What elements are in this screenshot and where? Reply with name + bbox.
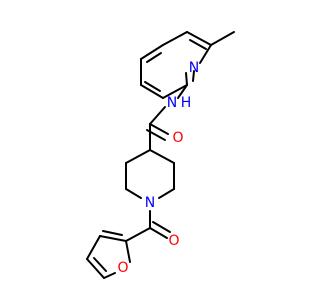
- amide-oxygen-label: O: [172, 130, 183, 146]
- bond-pyr-c3-c4-inner: [144, 81, 161, 92]
- bonds: [86, 31, 235, 279]
- bond-nh-carbonyl: [149, 106, 166, 125]
- bond-pyr-n-c2-inner: [192, 70, 195, 82]
- structure-canvas: N N H O N O O: [86, 31, 235, 279]
- bond-furan-c2-c3: [99, 235, 127, 242]
- bond-pip-c5-c4: [149, 149, 175, 164]
- bond-pyr-c1-cme: [186, 31, 212, 46]
- bond-furan-c2-c3-inner: [102, 230, 123, 236]
- bond-pip-n1-c6: [158, 188, 175, 199]
- bond-pyr-c5-c6-inner: [146, 52, 162, 63]
- bond-pyr-c6-c1: [162, 31, 188, 46]
- amide-nitrogen-label: N: [167, 95, 177, 111]
- bond-ketone-o-1: [149, 227, 168, 239]
- ketone-oxygen-label: O: [168, 233, 179, 249]
- pyridine-nitrogen-label: N: [189, 60, 199, 76]
- atom-labels: N N H O N O O: [117, 60, 199, 276]
- bond-ketone-o-2: [152, 221, 171, 233]
- bond-pyr-c1-cme-inner: [189, 39, 207, 50]
- bond-furan-c4-c5-inner: [93, 257, 107, 272]
- bond-pyr-c3-c4: [140, 84, 164, 99]
- bond-pyr-c5-c6: [140, 44, 164, 60]
- amide-hydrogen-label: H: [181, 95, 192, 111]
- bond-pyr-c2-c3: [162, 84, 188, 99]
- bond-furan-c5-o: [103, 272, 116, 279]
- bond-furan-o-c2: [125, 240, 131, 263]
- molecule-structure: N N H O N O O: [86, 31, 235, 279]
- furan-oxygen-label: O: [117, 260, 128, 276]
- piperidine-nitrogen-label: N: [145, 195, 155, 211]
- bond-carbonyl-o-1: [149, 123, 169, 135]
- bond-pyr-c6-n1: [199, 44, 212, 64]
- bond-pyr-n1-c2: [185, 72, 188, 86]
- bond-methyl: [210, 31, 235, 46]
- bond-c2-nh: [177, 84, 188, 99]
- bond-furan-c4-c5: [86, 258, 105, 279]
- bond-pip-c2-n1: [125, 188, 142, 199]
- bond-furan-c3-c4: [86, 235, 101, 260]
- bond-pip-c4-c3: [125, 149, 151, 164]
- bond-ketone-furan-c2: [125, 227, 151, 242]
